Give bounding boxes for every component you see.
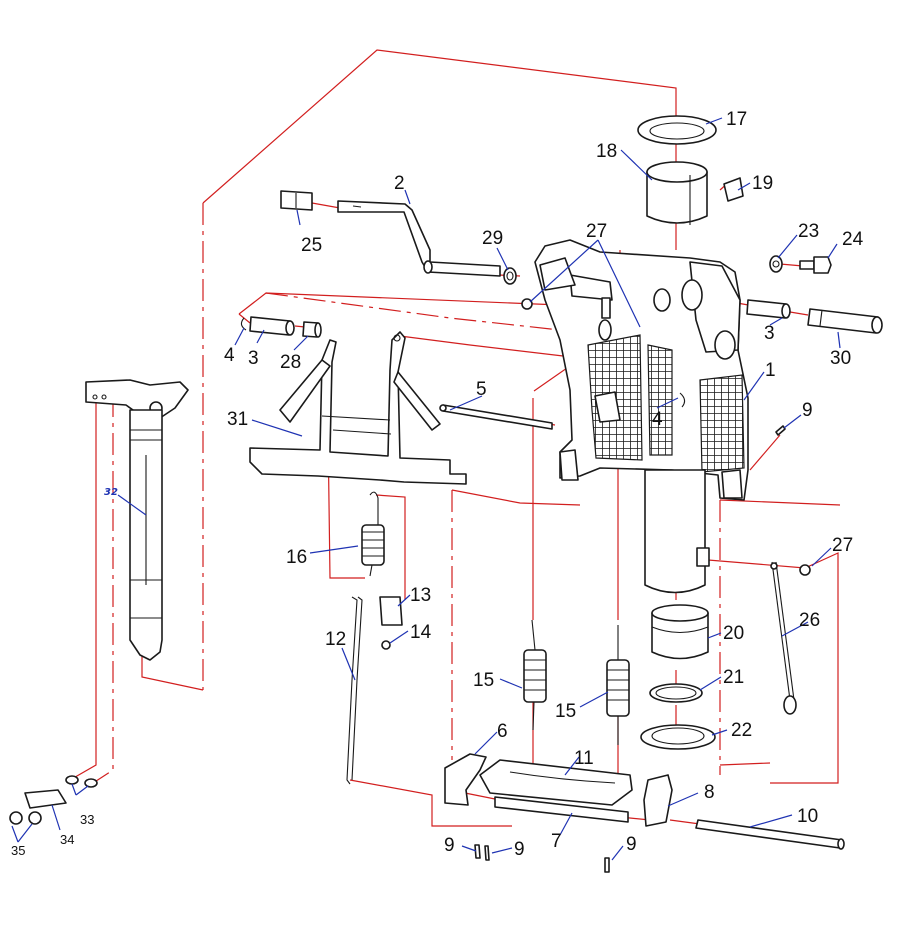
part-25-grip (280, 190, 313, 211)
part-8-bracket (643, 774, 673, 827)
callout-1: 1 (765, 360, 776, 381)
part-14-screw (381, 640, 391, 650)
callout-3-right: 3 (764, 323, 775, 344)
callout-29: 29 (482, 228, 503, 249)
leader-lines (11, 117, 841, 861)
callout-9-bottom-c: 9 (626, 834, 637, 855)
callout-24: 24 (842, 229, 864, 250)
callout-5: 5 (476, 379, 487, 400)
part-3-bush-left (249, 316, 295, 336)
callout-7: 7 (551, 831, 562, 852)
callout-2: 2 (394, 173, 405, 194)
callout-6: 6 (497, 721, 508, 742)
part-4-clip-left (240, 317, 247, 331)
callout-32: 32 (104, 487, 118, 498)
callout-12: 12 (325, 629, 346, 650)
part-21-ring (649, 683, 703, 703)
callout-10: 10 (797, 806, 818, 827)
part-35-nuts (9, 811, 42, 825)
part-2-lever (337, 200, 501, 277)
callout-26: 26 (799, 610, 820, 631)
callout-34: 34 (60, 832, 74, 847)
part-29-washer (503, 267, 517, 285)
callout-27-right: 27 (832, 535, 853, 556)
callout-9-right: 9 (802, 400, 813, 421)
callout-15-right: 15 (555, 701, 576, 722)
callout-19: 19 (752, 173, 773, 194)
callout-16: 16 (286, 547, 307, 568)
part-15-spring-left (523, 619, 547, 731)
part-24-bolt (799, 256, 832, 274)
callout-25: 25 (301, 235, 322, 256)
part-33-springs (65, 775, 98, 788)
callout-18: 18 (596, 141, 617, 162)
callout-13: 13 (410, 585, 431, 606)
callout-8: 8 (704, 782, 715, 803)
part-6-bracket (444, 753, 487, 806)
callout-4-center: 4 (652, 409, 663, 430)
part-19-clip (723, 177, 744, 202)
part-7-shaft (494, 796, 629, 823)
callout-33: 33 (80, 812, 94, 827)
callout-labels: 17 18 19 2 29 27 23 24 25 4 3 28 3 30 1 … (11, 109, 864, 860)
part-34-bracket (24, 789, 67, 809)
callout-11: 11 (574, 748, 594, 769)
part-10-pin (695, 819, 845, 850)
part-9-pins-bottom (474, 844, 610, 873)
callout-9-bottom-b: 9 (514, 839, 525, 860)
callout-30: 30 (830, 348, 851, 369)
callout-27-top: 27 (586, 221, 607, 242)
part-17-ring (637, 115, 717, 145)
callout-28: 28 (280, 352, 301, 373)
part-20-sleeve (651, 604, 709, 660)
callout-21: 21 (723, 667, 744, 688)
part-5-rod (439, 404, 553, 430)
part-26-rod (770, 561, 797, 715)
callout-3-left: 3 (248, 348, 259, 369)
callout-31: 31 (227, 409, 248, 430)
part-1-main-frame (534, 239, 749, 501)
part-23-nut (769, 255, 783, 273)
callout-35: 35 (11, 843, 25, 858)
part-32-shaft (85, 379, 189, 661)
part-13-bracket (379, 596, 403, 626)
part-28-bush (302, 321, 322, 338)
part-1-column-tube (644, 469, 710, 594)
part-31-stand (249, 331, 467, 485)
part-11-plate (479, 759, 633, 806)
callout-9-bottom-a: 9 (444, 835, 455, 856)
callout-23: 23 (798, 221, 819, 242)
callout-22: 22 (731, 720, 752, 741)
part-15-spring-right (606, 625, 630, 745)
callout-4-left: 4 (224, 345, 235, 366)
part-9-pin-right (775, 425, 786, 436)
part-16-spring (361, 491, 385, 577)
part-4-clip-center (679, 392, 686, 408)
part-3-bush-right (746, 299, 791, 319)
part-27-nut-right (799, 564, 811, 576)
callout-14: 14 (410, 622, 432, 643)
callout-20: 20 (723, 623, 744, 644)
callout-17: 17 (726, 109, 747, 130)
part-30-pin (807, 308, 883, 334)
part-27-nut-top (521, 298, 533, 310)
part-18-bushing (646, 161, 708, 225)
part-22-seal (640, 724, 716, 750)
part-12-wire (346, 596, 363, 785)
callout-15-left: 15 (473, 670, 494, 691)
